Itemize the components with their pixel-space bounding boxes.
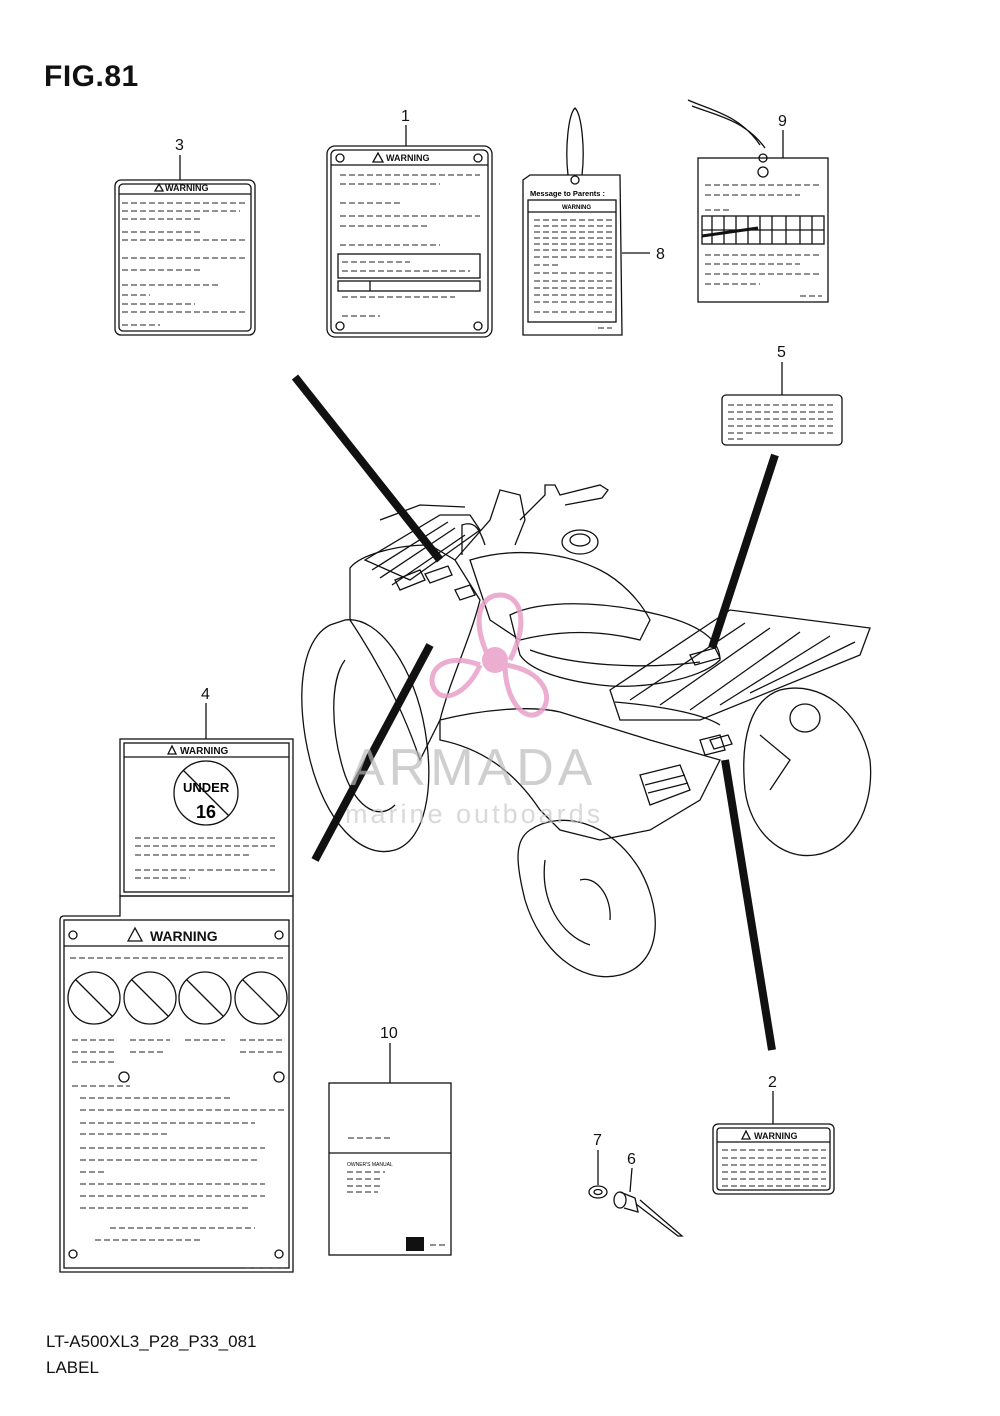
callout-2: 2: [768, 1074, 777, 1091]
label-10-owners-manual: OWNER'S MANUAL: [328, 1082, 452, 1256]
label-1-warning-text: WARNING: [386, 153, 430, 163]
label-8-hang-tag: Message to Parents : WARNING: [522, 107, 623, 336]
figure-title: FIG.81: [44, 60, 139, 93]
callout-3: 3: [175, 137, 184, 154]
label-3-warning-card: WARNING: [114, 179, 256, 336]
label-4-warning-text-bottom: WARNING: [150, 928, 218, 944]
label-8-warning-text: WARNING: [562, 205, 591, 211]
part-6-rivet: [613, 1191, 684, 1237]
callout-4: 4: [201, 686, 210, 703]
label-4-warning-text-top: WARNING: [180, 746, 229, 757]
callout-9: 9: [778, 113, 787, 130]
callouts: 3 1 8 9 5 4 10 2 7 6: [175, 108, 787, 1193]
under-age-text: UNDER: [183, 780, 230, 795]
watermark-tagline: marine outboards: [345, 799, 603, 829]
watermark-brand: ARMADA: [350, 739, 596, 797]
callout-6: 6: [627, 1151, 636, 1168]
callout-5: 5: [777, 344, 786, 361]
pointer-lines: [291, 374, 779, 1051]
label-4-warning-set: WARNING UNDER 16 WARNING: [59, 738, 294, 1273]
figure-code: LT-A500XL3_P28_P33_081: [46, 1332, 257, 1351]
label-2-warning-sticker: WARNING: [712, 1123, 835, 1195]
watermark-logo: ARMADA marine outboards: [345, 592, 603, 829]
manual-title-text: OWNER'S MANUAL: [347, 1162, 393, 1168]
callout-8: 8: [656, 246, 665, 263]
label-9-hang-tag: [687, 99, 829, 303]
figure-name: LABEL: [46, 1358, 99, 1377]
label-8-message-text: Message to Parents :: [530, 189, 605, 198]
callout-1: 1: [401, 108, 410, 125]
atv-illustration: [301, 484, 872, 978]
callout-7: 7: [593, 1132, 602, 1149]
age-number-text: 16: [196, 802, 216, 822]
part-7-washer: [588, 1185, 608, 1199]
label-2-warning-text: WARNING: [754, 1131, 798, 1141]
label-3-warning-text: WARNING: [165, 183, 209, 193]
callout-10: 10: [380, 1025, 398, 1042]
label-1-warning-plate: WARNING: [326, 145, 493, 338]
label-5-sticker: [721, 394, 843, 446]
